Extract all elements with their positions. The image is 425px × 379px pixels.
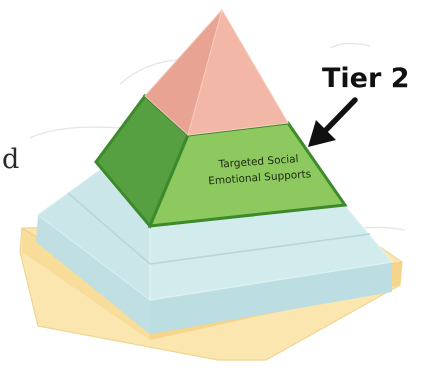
tier-2-text-line-1: Targeted Social (217, 153, 299, 171)
tier-2-callout-label: Tier 2 (322, 63, 410, 94)
tier-2-description: Targeted Social Emotional Supports (208, 153, 312, 187)
arrow-icon (308, 97, 358, 147)
tier-1-section (36, 169, 394, 334)
tier-3-section (144, 8, 289, 136)
text-fragment: d (2, 144, 20, 175)
